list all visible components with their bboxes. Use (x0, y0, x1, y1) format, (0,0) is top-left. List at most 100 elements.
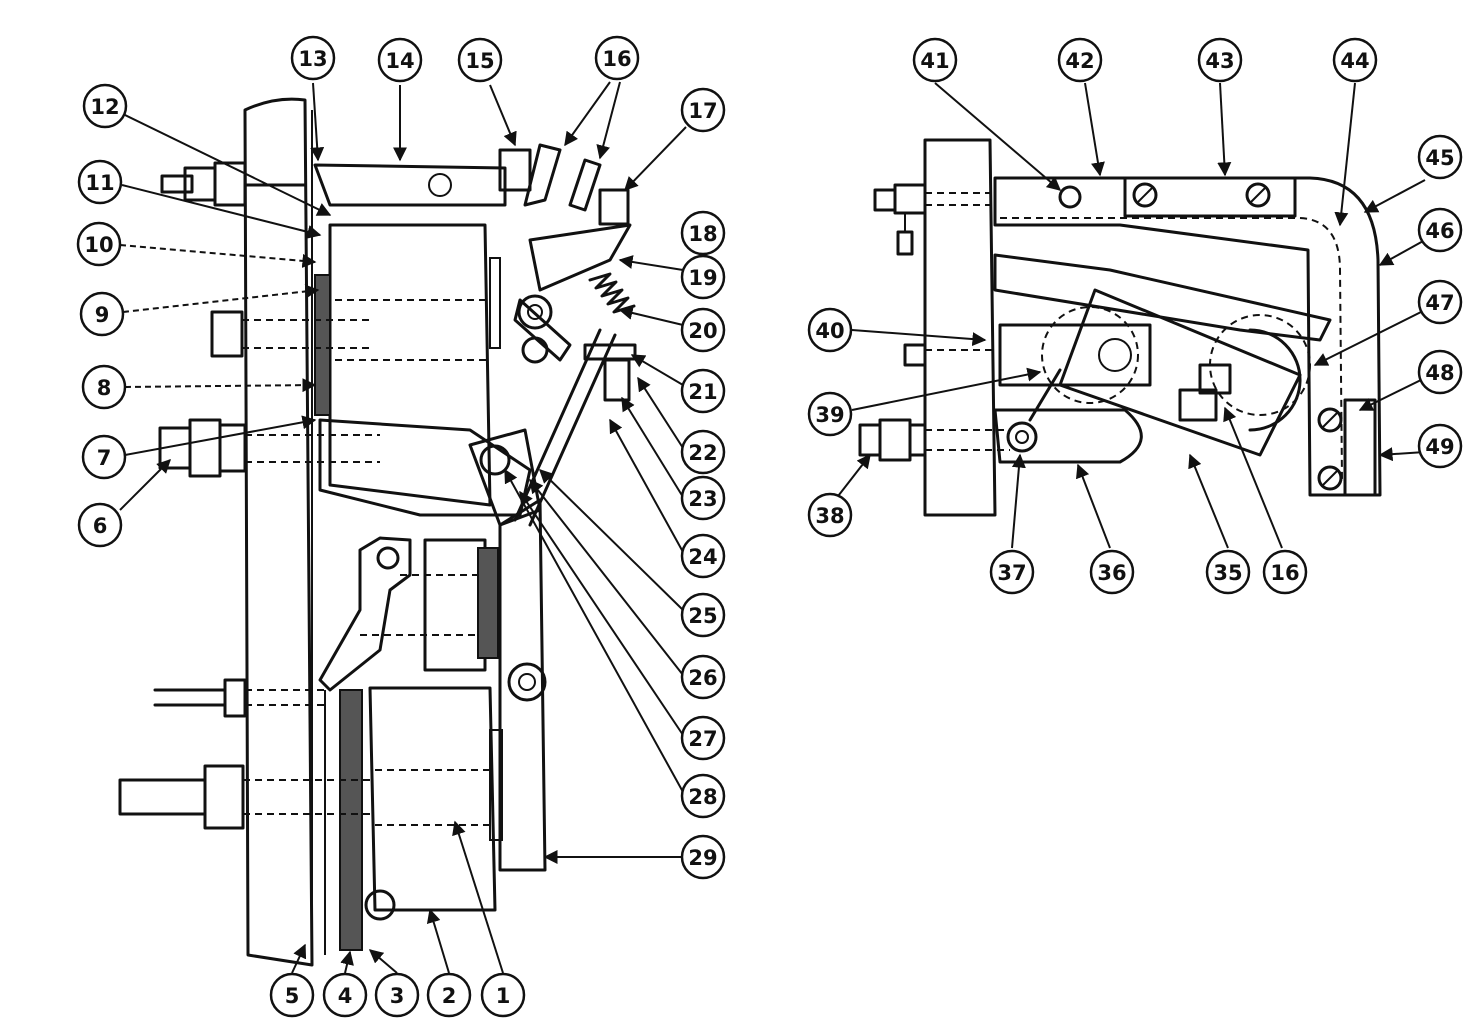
callout-7: 7 (81, 434, 127, 480)
svg-text:3: 3 (390, 984, 405, 1008)
callout-11: 11 (77, 159, 123, 205)
callout-2: 2 (426, 972, 472, 1018)
callout-46: 46 (1417, 207, 1463, 253)
svg-text:13: 13 (298, 47, 327, 71)
frame (993, 176, 1382, 497)
svg-text:23: 23 (688, 487, 717, 511)
callout-29: 29 (680, 834, 726, 880)
callout-4: 4 (322, 972, 368, 1018)
svg-text:39: 39 (815, 403, 844, 427)
svg-text:12: 12 (90, 95, 119, 119)
svg-text:16: 16 (602, 47, 631, 71)
svg-text:14: 14 (385, 49, 414, 73)
callout-6: 6 (77, 502, 123, 548)
callout-28: 28 (680, 773, 726, 819)
callout-45: 45 (1417, 134, 1463, 180)
svg-text:45: 45 (1425, 146, 1454, 170)
svg-text:36: 36 (1097, 561, 1126, 585)
svg-text:20: 20 (688, 319, 717, 343)
svg-text:35: 35 (1213, 561, 1242, 585)
callout-23: 23 (680, 475, 726, 521)
svg-text:27: 27 (688, 727, 717, 751)
callout-9: 9 (79, 291, 125, 337)
svg-text:19: 19 (688, 266, 717, 290)
callout-16-right: 16 (1262, 549, 1308, 595)
svg-text:43: 43 (1205, 49, 1234, 73)
callout-5: 5 (269, 972, 315, 1018)
svg-text:18: 18 (688, 222, 717, 246)
svg-text:49: 49 (1425, 435, 1454, 459)
svg-text:46: 46 (1425, 219, 1454, 243)
callout-21: 21 (680, 368, 726, 414)
svg-text:10: 10 (84, 233, 113, 257)
callout-12: 12 (82, 83, 128, 129)
callout-18: 18 (680, 210, 726, 256)
svg-text:22: 22 (688, 441, 717, 465)
callout-35: 35 (1205, 549, 1251, 595)
callout-1: 1 (480, 972, 526, 1018)
top-bracket (313, 163, 507, 207)
svg-text:8: 8 (97, 376, 112, 400)
callout-20: 20 (680, 307, 726, 353)
svg-text:29: 29 (688, 846, 717, 870)
lower-coil (368, 686, 497, 912)
callout-38: 38 (807, 492, 853, 538)
callout-36: 36 (1089, 549, 1135, 595)
callout-25: 25 (680, 592, 726, 638)
svg-text:41: 41 (920, 49, 949, 73)
svg-text:28: 28 (688, 785, 717, 809)
svg-text:26: 26 (688, 666, 717, 690)
svg-text:37: 37 (997, 561, 1026, 585)
svg-text:25: 25 (688, 604, 717, 628)
base-panel (243, 97, 314, 967)
svg-text:2: 2 (442, 984, 457, 1008)
callout-16: 16 (594, 35, 640, 81)
svg-text:5: 5 (285, 984, 300, 1008)
callout-40: 40 (807, 307, 853, 353)
callout-26: 26 (680, 654, 726, 700)
callout-13: 13 (290, 35, 336, 81)
callout-47: 47 (1417, 279, 1463, 325)
right-assembly (858, 138, 1382, 517)
svg-text:11: 11 (85, 171, 114, 195)
callout-8: 8 (81, 364, 127, 410)
callout-39: 39 (807, 391, 853, 437)
svg-text:7: 7 (97, 446, 112, 470)
callout-37: 37 (989, 549, 1035, 595)
svg-text:17: 17 (688, 99, 717, 123)
callout-19: 19 (680, 254, 726, 300)
svg-text:48: 48 (1425, 361, 1454, 385)
callout-15: 15 (457, 37, 503, 83)
callouts: 1 2 3 4 5 6 7 8 9 10 11 12 13 14 15 16 1… (76, 35, 1463, 1018)
callout-43: 43 (1197, 37, 1243, 83)
callout-17: 17 (680, 87, 726, 133)
callout-42: 42 (1057, 37, 1103, 83)
callout-3: 3 (374, 972, 420, 1018)
right-base-panel (923, 138, 997, 517)
callout-41: 41 (912, 37, 958, 83)
svg-text:1: 1 (496, 984, 511, 1008)
callout-48: 48 (1417, 349, 1463, 395)
callout-44: 44 (1332, 37, 1378, 83)
contact-arm (498, 148, 532, 192)
svg-text:16: 16 (1270, 561, 1299, 585)
left-assembly (118, 97, 637, 967)
long-arm (498, 498, 547, 872)
callout-22: 22 (680, 429, 726, 475)
svg-text:47: 47 (1425, 291, 1454, 315)
svg-text:38: 38 (815, 504, 844, 528)
svg-text:40: 40 (815, 319, 844, 343)
svg-text:44: 44 (1340, 49, 1369, 73)
svg-text:42: 42 (1065, 49, 1094, 73)
svg-text:9: 9 (95, 303, 110, 327)
svg-text:15: 15 (465, 49, 494, 73)
callout-10: 10 (76, 221, 122, 267)
callout-27: 27 (680, 715, 726, 761)
svg-text:24: 24 (688, 545, 717, 569)
callout-49: 49 (1417, 423, 1463, 469)
callout-14: 14 (377, 37, 423, 83)
svg-text:6: 6 (93, 514, 108, 538)
leader-lines (119, 81, 1426, 974)
svg-text:4: 4 (338, 984, 353, 1008)
